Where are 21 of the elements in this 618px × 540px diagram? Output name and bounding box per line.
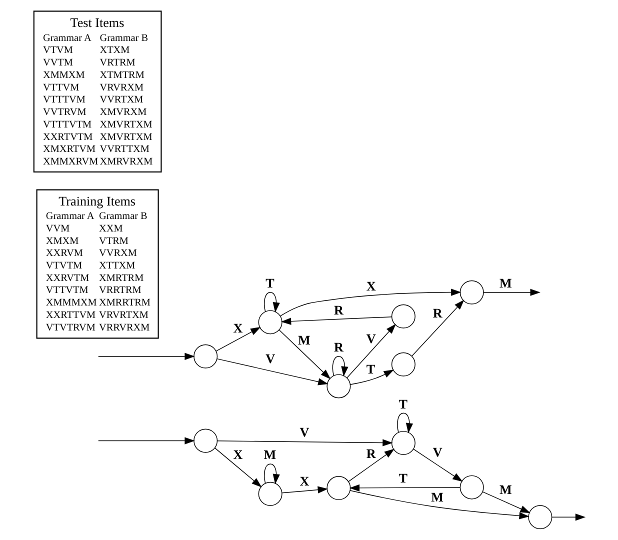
edge-label: T: [398, 470, 407, 486]
edge-label: X: [299, 473, 309, 488]
edge-label: R: [333, 302, 343, 318]
edge-label: X: [366, 278, 376, 294]
edge-label: R: [432, 305, 442, 320]
edge-label: R: [333, 340, 343, 355]
edge-label: M: [498, 276, 512, 291]
edge-label: T: [366, 361, 375, 376]
edge-label: R: [366, 446, 376, 461]
edge-label: X: [232, 320, 242, 336]
edge-label: T: [398, 396, 407, 412]
edge-label: V: [299, 424, 309, 440]
edge-label: V: [366, 330, 376, 346]
edge-label: M: [263, 447, 276, 462]
edge-label: V: [432, 444, 442, 460]
edge-label: M: [430, 489, 443, 504]
edge-label: M: [498, 482, 512, 498]
edge-label: X: [232, 447, 242, 462]
edge-label: T: [265, 276, 274, 291]
edge-label: M: [297, 332, 310, 348]
edge-label: V: [265, 351, 275, 366]
